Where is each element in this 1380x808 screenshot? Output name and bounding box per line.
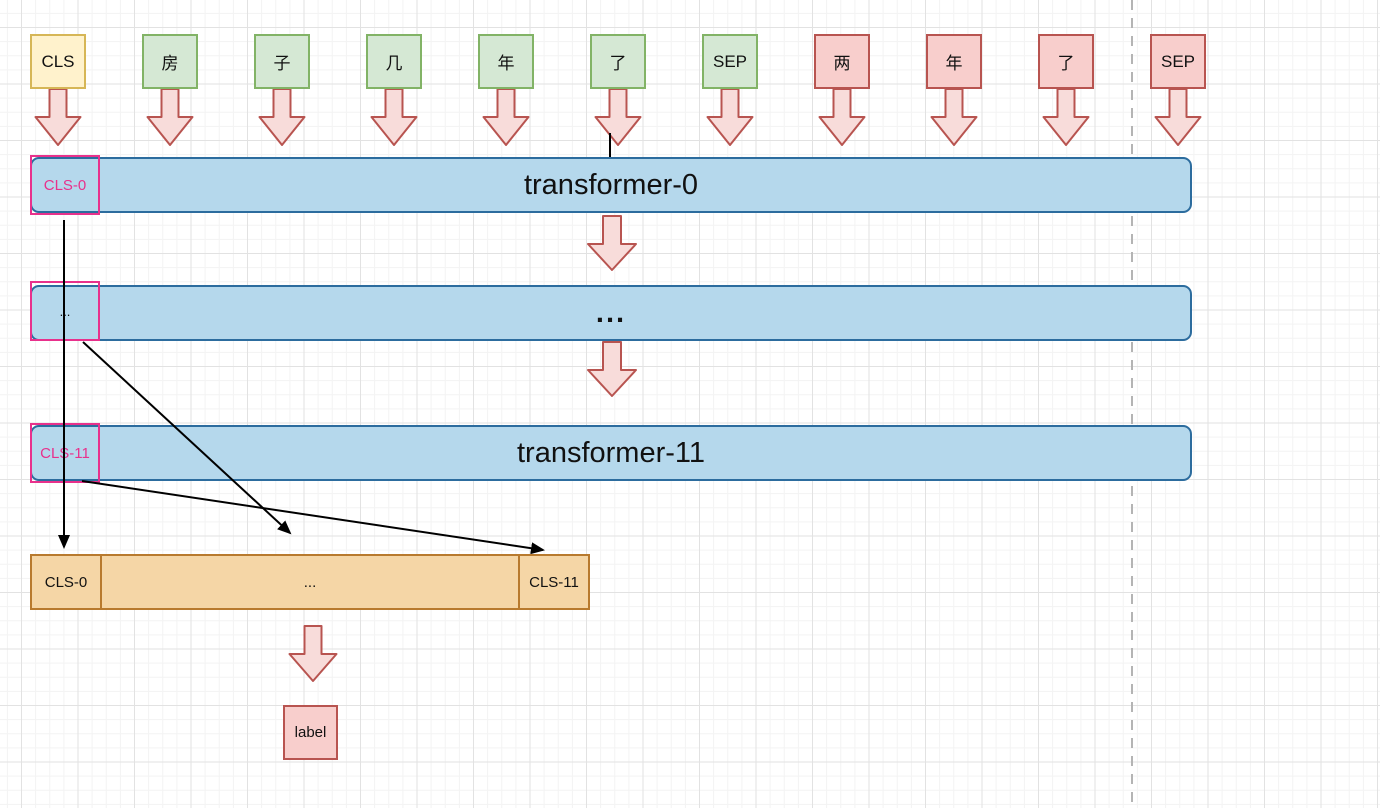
cls-middle-highlight: ... <box>30 281 100 341</box>
label-text: label <box>294 724 327 741</box>
token-down-arrow <box>258 88 306 146</box>
cls-0-tag: CLS-0 <box>43 176 87 194</box>
token-down-arrow <box>482 88 530 146</box>
token-box: 几 <box>366 34 422 89</box>
cls-0-highlight: CLS-0 <box>30 155 100 215</box>
token-label: 两 <box>833 54 851 73</box>
cls-11-tag: CLS-11 <box>40 444 90 462</box>
pooled-cell-cls-11: CLS-11 <box>518 556 588 608</box>
token-down-arrow <box>930 88 978 146</box>
transformer-0-bar: transformer-0 <box>30 157 1192 213</box>
token-label: 年 <box>497 54 515 73</box>
token-label: 年 <box>945 54 963 73</box>
layer-flow-down-arrow <box>587 341 637 397</box>
pooled-cell-cls-0: CLS-0 <box>32 556 102 608</box>
pooled-cell-label: CLS-0 <box>44 573 88 591</box>
label-output-box: label <box>283 705 338 760</box>
token-down-arrow <box>594 88 642 146</box>
token-label: CLS <box>41 51 75 71</box>
token-down-arrow <box>370 88 418 146</box>
token-label: 了 <box>1057 54 1075 73</box>
token-down-arrow <box>818 88 866 146</box>
token-box: 了 <box>1038 34 1094 89</box>
layer-flow-down-arrow <box>587 215 637 271</box>
pooled-cell-label: ... <box>303 573 317 591</box>
token-down-arrow <box>146 88 194 146</box>
token-label: 几 <box>385 54 403 73</box>
token-label: SEP <box>712 51 748 71</box>
token-down-arrow <box>34 88 82 146</box>
token-down-arrow <box>1154 88 1202 146</box>
cls-11-highlight: CLS-11 <box>30 423 100 483</box>
token-box: 年 <box>478 34 534 89</box>
transformer-middle-bar: ... <box>30 285 1192 341</box>
pooled-cls-bar: CLS-0 ... CLS-11 <box>30 554 590 610</box>
token-down-arrow <box>706 88 754 146</box>
pooled-cell-dots: ... <box>102 556 518 608</box>
token-down-arrow <box>1042 88 1090 146</box>
pooled-to-label-down-arrow <box>288 625 338 682</box>
token-label: 了 <box>609 54 627 73</box>
token-box: 房 <box>142 34 198 89</box>
pooled-cell-label: CLS-11 <box>529 573 579 591</box>
token-box: 子 <box>254 34 310 89</box>
transformer-11-title: transformer-11 <box>516 436 706 469</box>
token-box-sep: SEP <box>702 34 758 89</box>
cls-middle-tag: ... <box>59 303 71 319</box>
token-label: 房 <box>161 54 179 73</box>
transformer-middle-title: ... <box>595 296 627 329</box>
token-box: 年 <box>926 34 982 89</box>
transformer-0-title: transformer-0 <box>523 168 699 201</box>
token-label: 子 <box>273 54 291 73</box>
token-box-sep: SEP <box>1150 34 1206 89</box>
transformer-11-bar: transformer-11 <box>30 425 1192 481</box>
token-box-cls: CLS <box>30 34 86 89</box>
token-box: 了 <box>590 34 646 89</box>
token-label: SEP <box>1160 51 1196 71</box>
token-box: 两 <box>814 34 870 89</box>
